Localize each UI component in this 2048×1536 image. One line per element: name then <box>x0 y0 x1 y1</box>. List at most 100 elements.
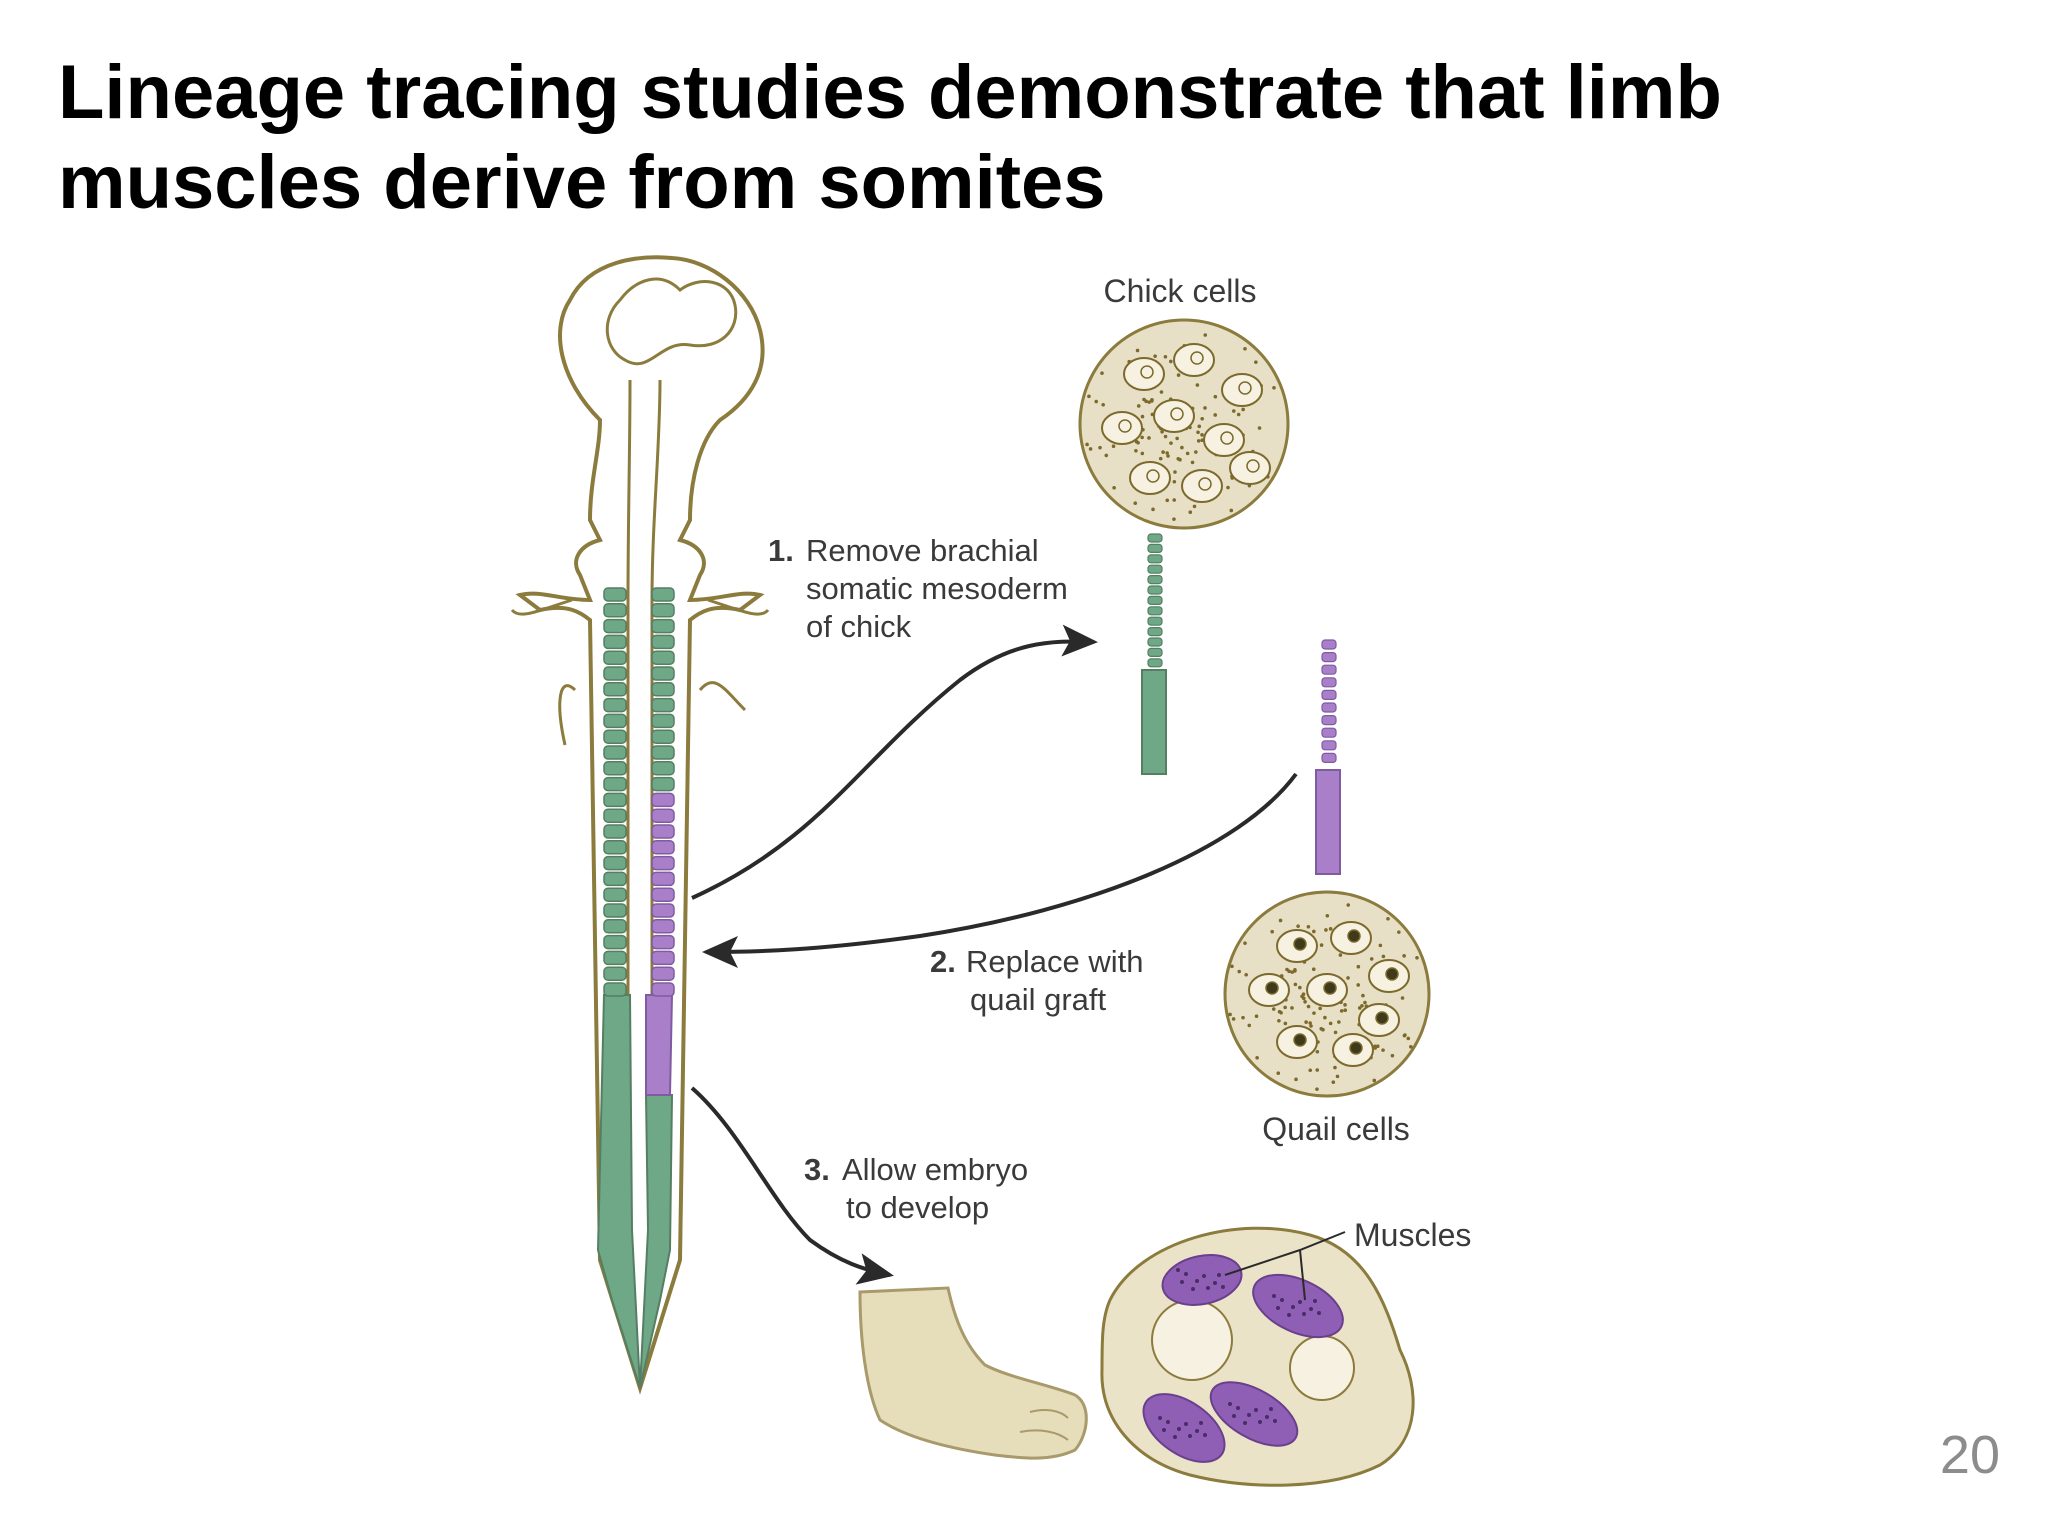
step-1-line-3: of chick <box>806 609 912 644</box>
chick-somite <box>1147 647 1163 658</box>
somite <box>603 587 627 602</box>
somite <box>603 840 627 855</box>
step-2-line-2: quail graft <box>970 982 1107 1017</box>
muscle-speck <box>1162 1428 1166 1432</box>
cell-speck <box>1328 927 1333 931</box>
quail-somite <box>1321 639 1337 650</box>
arrow-step-2 <box>702 772 1298 968</box>
cell-speck <box>1166 454 1170 458</box>
cell-speck <box>1255 1055 1259 1060</box>
quail-somite <box>1321 689 1337 701</box>
somite <box>651 761 675 776</box>
cell-speck <box>1271 1007 1276 1011</box>
grafted-somite <box>651 934 675 950</box>
somite <box>651 587 675 602</box>
cell-speck <box>1196 430 1200 435</box>
muscle-speck <box>1272 1294 1276 1298</box>
muscle-speck <box>1254 1408 1258 1412</box>
somite <box>603 934 627 950</box>
muscle-speck <box>1313 1299 1317 1303</box>
cell-speck <box>1278 918 1283 923</box>
cell-speck <box>1254 360 1258 364</box>
cell-speck <box>1272 385 1276 390</box>
nucleus <box>1198 477 1212 491</box>
somite <box>651 634 675 650</box>
cell-speck <box>1335 1074 1340 1079</box>
chick-somite-column <box>1147 533 1163 668</box>
somite <box>651 666 675 681</box>
cell-speck <box>1343 1008 1348 1012</box>
grafted-somite <box>651 840 675 855</box>
chick-somite <box>1147 606 1163 616</box>
cell-speck <box>1279 1010 1283 1015</box>
cell-speck <box>1309 1024 1313 1028</box>
cell-speck <box>1140 414 1145 419</box>
embryo-brain-outline <box>605 277 738 366</box>
muscle-speck <box>1202 1274 1206 1278</box>
cell-speck <box>1161 450 1165 454</box>
step-1-label: 1. Remove brachial somatic mesoderm of c… <box>768 533 1068 644</box>
cell-speck <box>1237 969 1242 974</box>
muscle-speck <box>1228 1402 1232 1406</box>
quail-somite <box>1321 714 1337 726</box>
cell-speck <box>1136 440 1140 445</box>
nucleus <box>1293 1033 1307 1047</box>
cell-speck <box>1324 928 1328 932</box>
cell-speck <box>1308 1068 1313 1073</box>
somite <box>603 903 627 918</box>
nucleus <box>1265 981 1279 995</box>
muscles-label: Muscles <box>1354 1217 1471 1253</box>
step-1-number: 1. <box>768 533 794 568</box>
cell-speck <box>1343 1003 1347 1007</box>
muscle-speck <box>1176 1268 1180 1272</box>
cell-speck <box>1236 412 1241 417</box>
cell-speck <box>1241 407 1245 412</box>
muscle-speck <box>1206 1286 1210 1290</box>
nucleus <box>1146 469 1160 483</box>
cell-speck <box>1142 397 1146 402</box>
step-2-number: 2. <box>930 944 956 979</box>
somite <box>651 713 675 729</box>
muscle-speck <box>1217 1273 1221 1277</box>
grafted-somite <box>651 855 675 871</box>
cell-speck <box>1175 436 1179 441</box>
muscle-speck <box>1302 1312 1306 1316</box>
cell-speck <box>1172 517 1176 521</box>
somite <box>603 824 627 839</box>
step-2-line-1: Replace with <box>966 944 1143 979</box>
step-3-number: 3. <box>804 1152 830 1187</box>
cell-speck <box>1298 985 1302 990</box>
nucleus <box>1220 431 1234 445</box>
cell-speck <box>1230 964 1234 969</box>
cell-speck <box>1169 359 1173 364</box>
cell-speck <box>1312 1011 1316 1015</box>
muscle-speck <box>1291 1305 1295 1309</box>
cell-speck <box>1158 456 1163 461</box>
cell-speck <box>1213 394 1218 399</box>
muscle-speckles <box>1158 1268 1321 1439</box>
cell-speck <box>1290 1006 1294 1010</box>
grafted-somite <box>651 966 675 981</box>
cell-speck <box>1356 983 1361 987</box>
muscle-speck <box>1232 1414 1236 1418</box>
nucleus <box>1293 937 1307 951</box>
quail-cells-label: Quail cells <box>1262 1111 1410 1147</box>
somite <box>651 697 675 713</box>
cell-speck <box>1311 967 1316 972</box>
cell-speck <box>1415 955 1419 960</box>
cell-speck <box>1241 1015 1245 1020</box>
cell-speck <box>1346 976 1350 980</box>
cell-speck <box>1304 1020 1308 1024</box>
cell-speck <box>1135 348 1140 353</box>
cell-speck <box>1254 1014 1259 1019</box>
somite <box>651 745 675 760</box>
lateral-plate-right <box>707 598 770 616</box>
cell-speck <box>1163 434 1168 439</box>
cell-speck <box>1308 1021 1312 1025</box>
cell-speck <box>1338 953 1343 957</box>
cell-speck <box>1203 406 1207 410</box>
cell-speck <box>1400 996 1405 1000</box>
muscle-speck <box>1265 1415 1269 1419</box>
cell-speck <box>1315 1087 1319 1091</box>
